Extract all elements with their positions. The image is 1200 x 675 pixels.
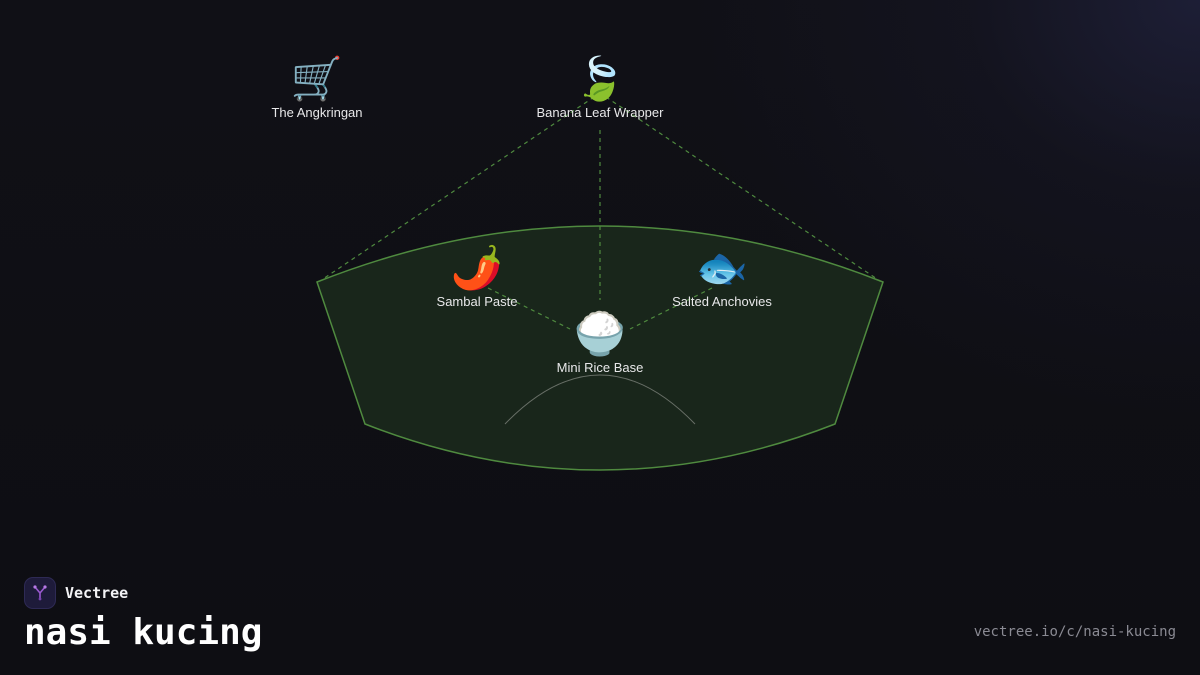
node-angkringan[interactable]: 🛒 The Angkringan <box>217 54 417 121</box>
connector-leaf-right <box>605 96 881 282</box>
node-label-angkringan: The Angkringan <box>271 105 363 120</box>
node-sambal[interactable]: 🌶️ Sambal Paste <box>377 243 577 310</box>
node-rice[interactable]: 🍚 Mini Rice Base <box>500 309 700 376</box>
rice-bowl-icon: 🍚 <box>573 310 627 357</box>
node-label-rice: Mini Rice Base <box>556 360 644 375</box>
brand-name: Vectree <box>65 584 129 602</box>
node-label-anchovies: Salted Anchovies <box>672 294 772 309</box>
chili-pepper-icon: 🌶️ <box>450 244 504 291</box>
node-label-banana-leaf: Banana Leaf Wrapper <box>536 105 664 120</box>
ring-segment <box>316 225 884 471</box>
node-banana-leaf[interactable]: 🍃 Banana Leaf Wrapper <box>500 54 700 121</box>
inner-arc <box>504 374 696 425</box>
leaf-icon: 🍃 <box>573 55 627 102</box>
page-url[interactable]: vectree.io/c/nasi-kucing <box>973 624 1176 640</box>
page-title: nasi kucing <box>24 612 263 653</box>
shopping-cart-icon: 🛒 <box>290 55 344 102</box>
vectree-tree-logo-icon <box>24 577 56 609</box>
node-label-sambal: Sambal Paste <box>436 294 518 309</box>
connector-leaf-left <box>319 96 595 282</box>
brand[interactable]: Vectree <box>24 577 128 609</box>
node-anchovies[interactable]: 🐟 Salted Anchovies <box>622 243 822 310</box>
fish-icon: 🐟 <box>695 244 749 291</box>
